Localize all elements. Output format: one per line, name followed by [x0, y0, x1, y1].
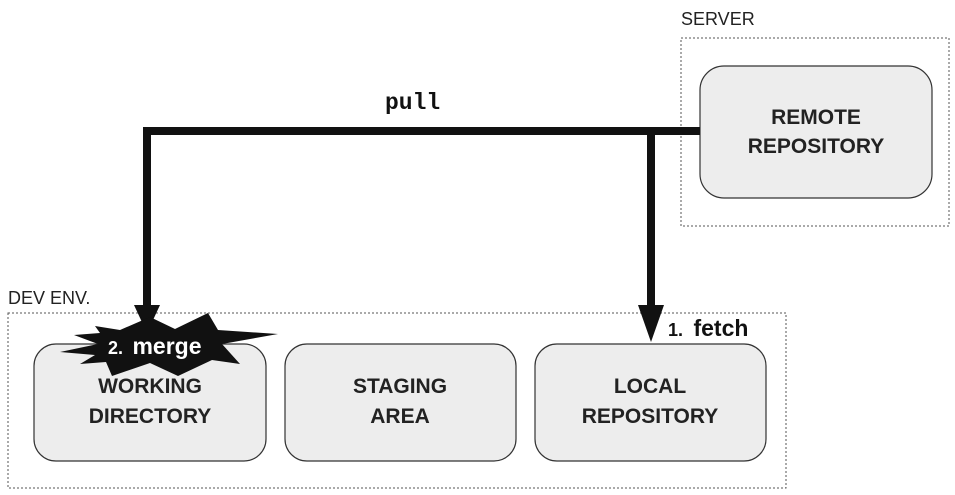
staging-area-box: STAGING AREA [284, 343, 517, 462]
remote-repository-label-line1: REMOTE [771, 106, 861, 129]
working-directory-label-line1: WORKING [98, 375, 202, 398]
pull-horizontal-line [143, 127, 700, 135]
remote-repository-label-line2: REPOSITORY [748, 135, 885, 158]
server-group-label: SERVER [681, 9, 755, 29]
dev-env-group-label: DEV ENV. [8, 288, 90, 308]
merge-burst-shape [60, 313, 278, 376]
staging-area-label-line1: STAGING [353, 375, 447, 398]
working-directory-label-line2: DIRECTORY [89, 405, 212, 428]
fetch-step-word: fetch [693, 315, 748, 341]
working-directory-box: WORKING DIRECTORY [33, 343, 267, 462]
fetch-label: 1. fetch [668, 315, 748, 341]
merge-label: 2. merge [108, 333, 202, 359]
pull-label: pull [385, 90, 440, 116]
local-repository-box: LOCAL REPOSITORY [534, 343, 767, 462]
merge-step-word: merge [132, 333, 201, 359]
fetch-arrowhead [638, 305, 664, 342]
pull-arrow [134, 127, 700, 342]
pull-right-drop-line [647, 131, 655, 305]
local-repository-label-line1: LOCAL [614, 375, 686, 398]
dev-env-group-frame [7, 312, 787, 489]
pull-left-drop-line [143, 127, 151, 305]
local-repository-label-line2: REPOSITORY [582, 405, 719, 428]
merge-step-number: 2. [108, 338, 123, 358]
remote-repository-box: REMOTE REPOSITORY [699, 65, 933, 199]
staging-area-label-line2: AREA [370, 405, 430, 428]
fetch-step-number: 1. [668, 320, 683, 340]
